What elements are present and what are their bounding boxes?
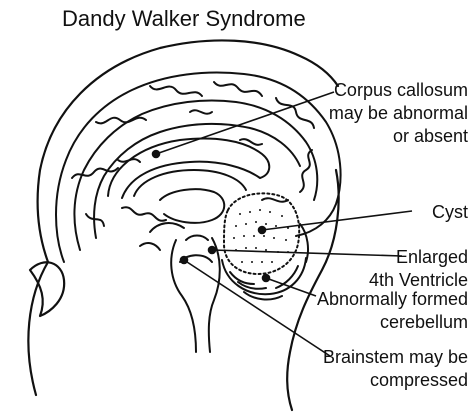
label-line: cerebellum	[379, 312, 468, 332]
label-corpus-callosum: Corpus callosum may be abnormal or absen…	[329, 79, 468, 148]
corpus-callosum	[107, 137, 271, 224]
cyst-dots	[233, 209, 289, 263]
pointer-lines	[151, 91, 413, 357]
brain-cortex	[55, 71, 342, 263]
label-line: Corpus callosum	[333, 80, 468, 100]
cerebellum	[221, 223, 309, 301]
label-line: Brainstem may be	[322, 347, 468, 367]
label-line: Cyst	[432, 202, 468, 222]
label-4th-ventricle: Enlarged 4th Ventricle	[369, 246, 468, 292]
label-cerebellum: Abnormally formed cerebellum	[317, 288, 468, 334]
head-back-outline	[286, 168, 340, 412]
brainstem	[139, 222, 221, 353]
head-outline	[27, 39, 340, 397]
label-cyst: Cyst	[432, 201, 468, 224]
label-line: 4th Ventricle	[368, 270, 468, 290]
ear-outline	[28, 261, 66, 318]
diagram-title: Dandy Walker Syndrome	[62, 6, 306, 31]
label-line: compressed	[369, 370, 468, 390]
label-line: or absent	[392, 126, 468, 146]
label-line: Abnormally formed	[316, 289, 468, 309]
label-line: may be abnormal	[328, 103, 468, 123]
label-brainstem: Brainstem may be compressed	[323, 346, 468, 392]
cyst-region	[222, 192, 301, 276]
label-line: Enlarged	[395, 247, 468, 267]
